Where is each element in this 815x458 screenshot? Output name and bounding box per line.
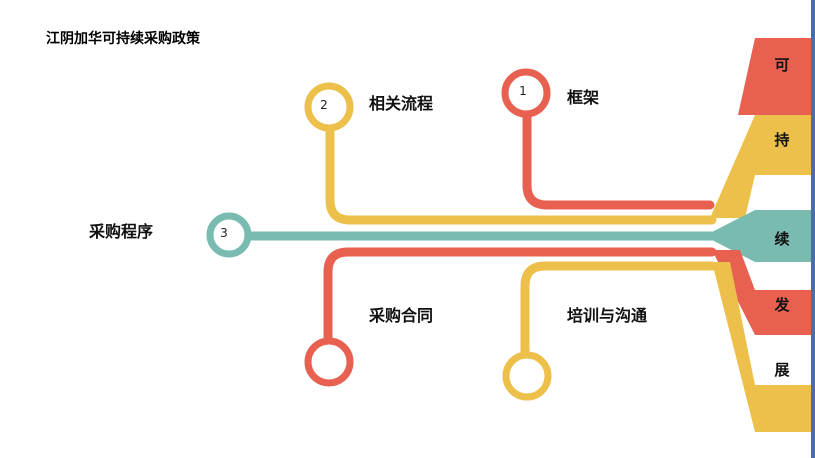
branch-2-label: 相关流程 xyxy=(369,94,434,113)
branch-3-number: 3 xyxy=(220,226,228,240)
band-red-top xyxy=(738,38,812,115)
side-char-4: 发 xyxy=(774,296,790,314)
branch-4-line xyxy=(323,247,717,345)
window-frame-edge xyxy=(811,0,815,458)
page-title: 江阴加华可持续采购政策 xyxy=(46,31,200,47)
branch-1-line xyxy=(522,107,715,210)
branch-3-label: 采购程序 xyxy=(89,222,154,241)
side-char-5: 展 xyxy=(774,361,790,379)
branch-2-ring xyxy=(304,82,354,132)
branch-5-label: 培训与沟通 xyxy=(567,306,648,325)
branch-1-ring xyxy=(501,68,551,118)
band-white-gap xyxy=(755,340,812,384)
branch-3-ring xyxy=(206,212,252,258)
branch-1-number: 1 xyxy=(519,84,527,98)
branch-4-ring xyxy=(304,337,354,387)
branch-2-line xyxy=(325,120,717,225)
branch-5-line xyxy=(520,261,717,360)
branch-1-label: 框架 xyxy=(567,88,600,107)
branch-2-number: 2 xyxy=(320,98,328,112)
branch-5-ring xyxy=(502,351,552,401)
side-char-3: 续 xyxy=(774,230,790,248)
band-yellow-bottom xyxy=(712,262,812,432)
side-char-1: 可 xyxy=(774,56,790,74)
band-red-bottom xyxy=(712,250,812,335)
band-yellow-top xyxy=(710,115,812,218)
side-char-2: 持 xyxy=(774,131,790,149)
branch-4-label: 采购合同 xyxy=(369,306,434,325)
band-teal xyxy=(712,210,812,262)
